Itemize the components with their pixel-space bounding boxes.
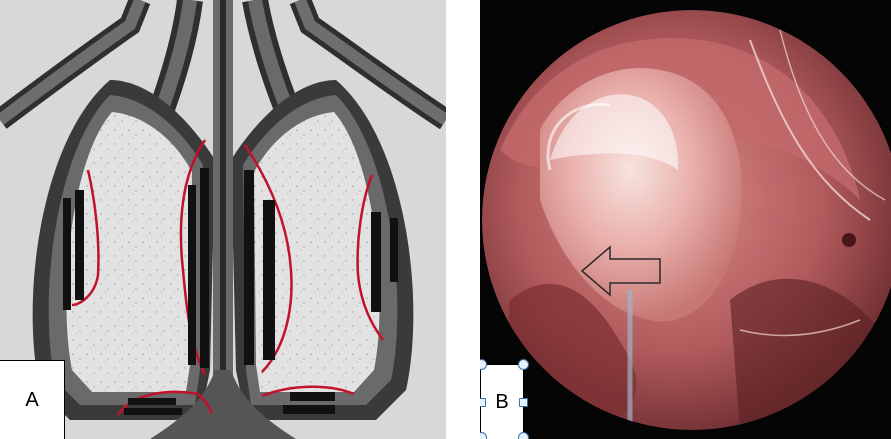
resize-handle-right[interactable] <box>519 398 528 407</box>
nasal-schematic <box>0 0 446 439</box>
panel-label-b[interactable]: B <box>480 364 524 439</box>
panel-label-a: A <box>0 360 65 439</box>
resize-handle-left[interactable] <box>480 398 486 407</box>
resize-handle-bottom-right[interactable] <box>518 432 529 439</box>
resize-handle-top-right[interactable] <box>518 359 529 370</box>
panel-a-schematic: A <box>0 0 446 439</box>
endoscopic-view <box>480 0 891 439</box>
panel-b-endoscopy: B <box>480 0 891 439</box>
